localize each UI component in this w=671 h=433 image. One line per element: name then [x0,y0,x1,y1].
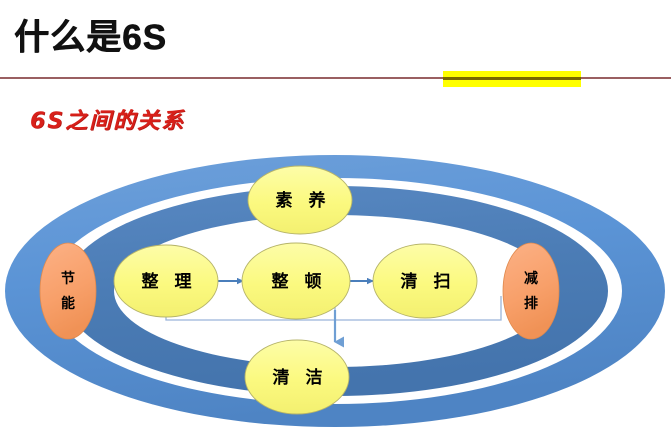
node-jianpai-label-line-2: 排 [524,295,538,312]
node-zhengli-shape [113,244,219,318]
node-suyang-shape [247,165,353,235]
node-qingsao-label: 清 扫 [401,271,456,292]
node-qingjie[interactable]: 清 洁 [244,339,350,415]
node-jieneng-label-line-2: 能 [61,295,75,312]
node-zhengdun-label: 整 顿 [272,271,327,292]
node-zhengli[interactable]: 整 理 [113,244,219,318]
node-suyang[interactable]: 素 养 [247,165,353,235]
page-title: 什么是6S [14,18,167,57]
subtitle: 6S之间的关系 [30,109,186,134]
node-suyang-label: 素 养 [276,190,331,211]
node-jianpai[interactable]: 减 排 [502,242,560,340]
node-jianpai-label-line-1: 减 [524,270,538,287]
node-jieneng[interactable]: 节 能 [39,242,97,340]
node-zhengdun-shape [241,242,351,320]
title-highlight-underline [443,77,581,80]
node-jianpai-shape [502,242,560,340]
node-jieneng-shape [39,242,97,340]
title-divider-rule [0,77,671,79]
node-jieneng-label-line-1: 节 [61,270,75,287]
node-zhengdun[interactable]: 整 顿 [241,242,351,320]
node-qingjie-shape [244,339,350,415]
node-zhengli-label: 整 理 [142,271,197,292]
node-qingjie-label: 清 洁 [273,367,328,388]
relationship-diagram: 节 能 减 排 素 养 整 理 整 顿 [0,150,671,433]
node-qingsao-shape [372,243,478,319]
node-qingsao[interactable]: 清 扫 [372,243,478,319]
